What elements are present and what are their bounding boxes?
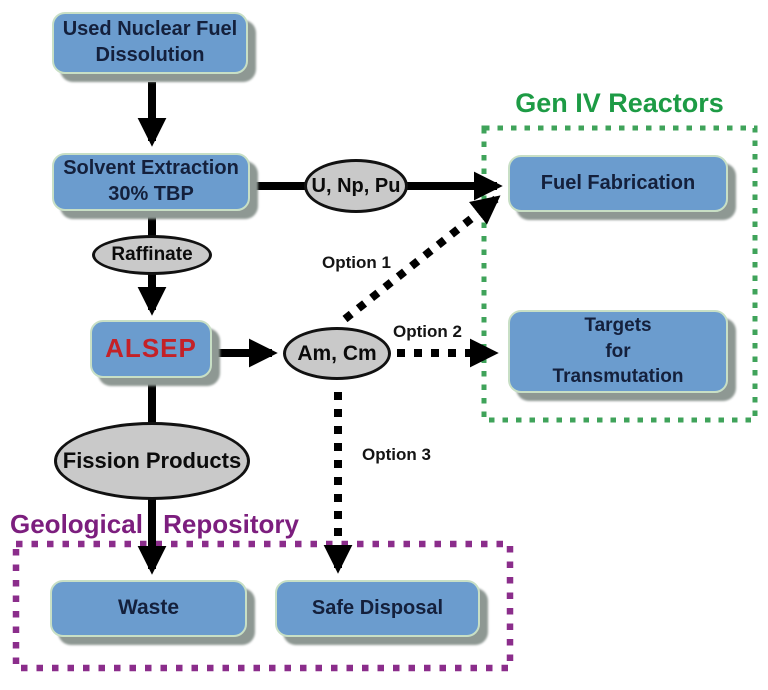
node-label-line: ALSEP [105,333,197,364]
gen-iv-reactors-frame [481,125,758,423]
node-label-line: Waste [117,596,180,620]
node-label-line: Dissolution [95,44,205,66]
node-used-nuclear-fuel-dissolution: Used Nuclear Fuel Dissolution [52,12,248,74]
node-solvent-extraction: Solvent Extraction 30% TBP [52,153,250,211]
node-alsep: ALSEP [90,320,212,378]
node-safe-disposal: Safe Disposal [275,580,480,637]
node-label-line: Used Nuclear Fuel [62,18,238,41]
node-label-line: Transmutation [552,366,684,388]
node-label-line: Fuel Fabrication [540,171,696,194]
edge-label-option-3: Option 3 [362,445,431,464]
stream-label: Fission Products [62,448,242,473]
edge-label-option-1: Option 1 [322,253,391,272]
stream-label: Raffinate [111,244,193,265]
node-label-line: Targets [584,315,652,337]
stream-label: U, Np, Pu [311,174,401,197]
stream-u-np-pu: U, Np, Pu [304,159,408,213]
gen-iv-reactors-title: Gen IV Reactors [515,88,724,118]
node-label-line: Solvent Extraction [63,157,239,180]
node-label-line: 30% TBP [108,183,194,205]
stream-am-cm: Am, Cm [283,327,391,380]
arrow-option1-amcm-to-fuelfab [342,195,501,323]
stream-fission-products: Fission Products [54,422,250,500]
node-label-line: for [605,340,631,362]
node-label-line: Safe Disposal [311,596,444,619]
node-fuel-fabrication: Fuel Fabrication [508,155,728,212]
node-waste: Waste [50,580,247,637]
edge-label-option-2: Option 2 [393,322,462,341]
stream-raffinate: Raffinate [92,235,212,275]
node-targets-for-transmutation: Targets for Transmutation [508,310,728,393]
geological-repository-title: Geological Repository [10,509,299,539]
stream-label: Am, Cm [297,341,377,365]
